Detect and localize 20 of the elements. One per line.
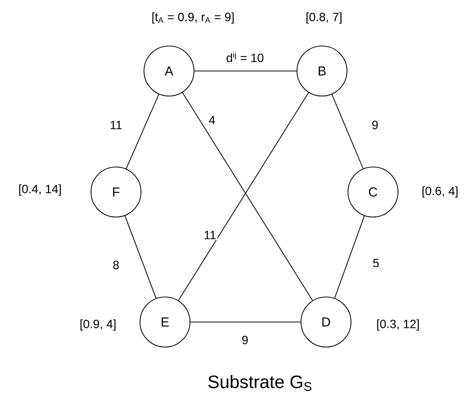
node-attribute: [0.4, 14] xyxy=(19,184,61,196)
edge xyxy=(124,215,156,299)
edge-label: 9 xyxy=(240,334,250,346)
node-attribute: [t$_{A}$ = 0.9, r$_{A}$ = 9] xyxy=(152,12,234,24)
edge-label: 5 xyxy=(372,258,380,268)
edge xyxy=(331,94,364,169)
caption: Substrate G$_{S}$ xyxy=(208,375,312,391)
edge-label: 9 xyxy=(370,120,380,130)
edge-label: d$^{ij}$ = 10 xyxy=(225,50,265,64)
edge-label: 11 xyxy=(202,230,218,240)
node-attribute: [0.6, 4] xyxy=(422,186,458,198)
edge-label: 8 xyxy=(112,260,120,270)
edge xyxy=(126,94,160,170)
node-attribute: [0.3, 12] xyxy=(377,319,419,331)
edge-label: 11 xyxy=(108,120,124,130)
edge xyxy=(334,215,365,298)
node-attribute: [0.9, 4] xyxy=(80,319,116,331)
node-attribute: [0.8, 7] xyxy=(306,12,342,24)
edge-label: 4 xyxy=(208,114,216,126)
edge xyxy=(194,70,297,72)
